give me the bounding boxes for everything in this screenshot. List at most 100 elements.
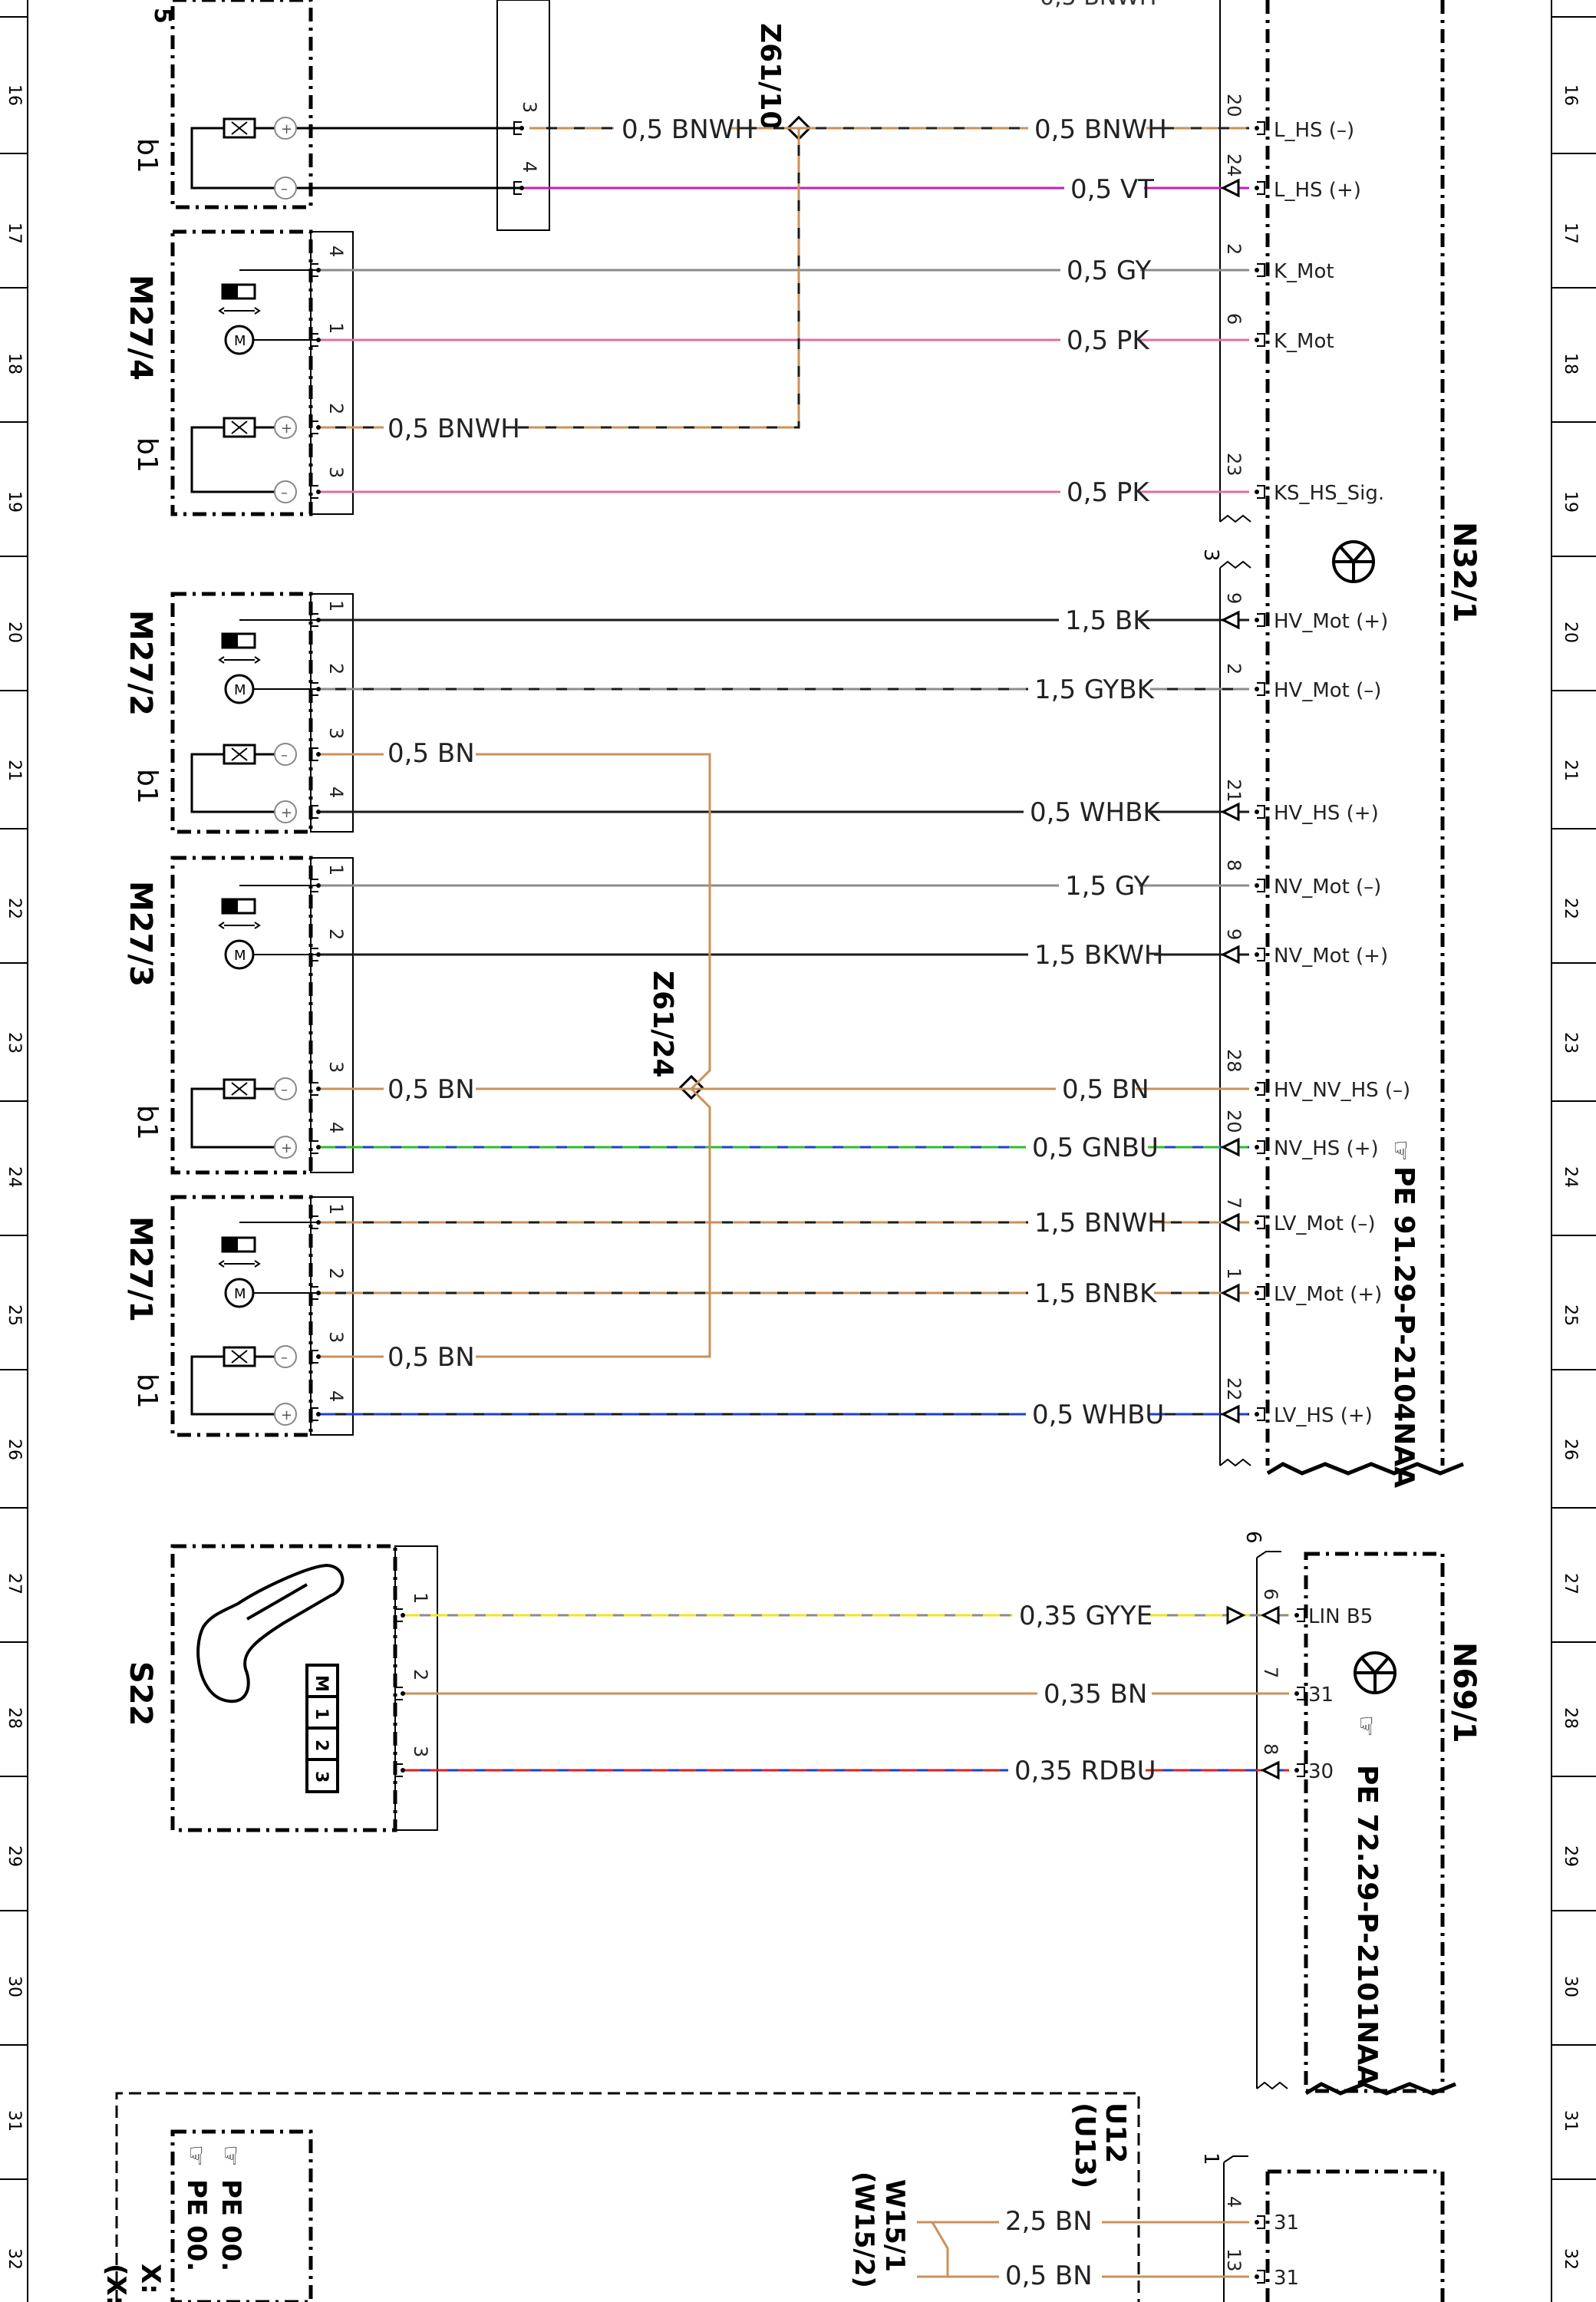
signal-name: LIN B5 [1308, 1605, 1373, 1628]
svg-text:–: – [281, 1350, 288, 1366]
terminal-sign: + [274, 1403, 297, 1426]
connector-pin [310, 1215, 321, 1229]
connector-pin [310, 948, 321, 961]
svg-text:1: 1 [325, 322, 347, 334]
svg-text:4: 4 [325, 787, 347, 798]
signal-name: HV_NV_HS (–) [1274, 1079, 1410, 1102]
b1-label: b1 [131, 437, 163, 473]
terminal-sign: – [274, 1077, 297, 1100]
svg-text:4: 4 [325, 246, 347, 257]
connector-pin [394, 1763, 405, 1777]
connector-pin [1255, 263, 1265, 277]
svg-text:4: 4 [1223, 2196, 1245, 2208]
svg-text:24: 24 [1223, 153, 1245, 177]
direction-arrow [1226, 1605, 1246, 1625]
direction-arrow [1260, 1760, 1280, 1780]
svg-text:3: 3 [519, 101, 540, 113]
direction-arrow [1220, 1212, 1240, 1232]
svg-text:–: – [281, 181, 288, 197]
signal-name: 31 [1308, 1684, 1334, 1707]
sensor-icon [223, 744, 256, 765]
wire-labels: 0,5 BNWH 0,5 VT 0,5 GY 0,5 PK 0,5 PK 1,5… [387, 114, 1167, 2291]
svg-text:–: – [281, 485, 288, 501]
sensor-icon [223, 1346, 256, 1367]
svg-text:1: 1 [325, 1203, 347, 1215]
row-number: 22 [5, 898, 24, 919]
branch-label: 0,5 BNWH [387, 414, 520, 444]
row-number: 20 [1561, 622, 1580, 643]
sensor-icon [223, 1078, 256, 1100]
top-partial: 5 0,5 BNWH [149, 0, 1157, 231]
connector-pin [310, 613, 321, 627]
n69-conn: 6 [1242, 1531, 1265, 1544]
svg-text:M: M [234, 333, 246, 349]
pe-n32-label: PE 91.29-P-2104NAA [1388, 1166, 1420, 1488]
direction-arrow [1220, 610, 1240, 630]
signal-name: 31 [1274, 2211, 1299, 2234]
signal-name: LV_HS (+) [1274, 1404, 1373, 1427]
connector-pin [310, 1082, 321, 1096]
x-partial-alt: (X: [101, 2264, 131, 2302]
row-number: 28 [5, 1707, 24, 1729]
terminal-sign: + [274, 1136, 297, 1159]
row-number: 17 [1561, 223, 1580, 244]
s22-label: S22 [123, 1661, 158, 1726]
svg-text:M: M [234, 948, 246, 964]
module-signal-names: L_HS (–) L_HS (+) K_Mot K_Mot KS_HS_Sig.… [1274, 119, 1410, 2290]
signal-name: HV_Mot (+) [1274, 610, 1388, 633]
connector-pin [1255, 333, 1265, 347]
signal-name: NV_HS (+) [1274, 1137, 1379, 1160]
row-number: 24 [5, 1166, 24, 1188]
m27-2-label: M27/2 [123, 610, 158, 716]
svg-text:1: 1 [410, 1592, 431, 1604]
svg-text:+: + [281, 121, 292, 137]
svg-text:2: 2 [325, 403, 347, 414]
direction-arrow [1220, 178, 1240, 198]
component-pin-numbers: 4 1 2 3 1 2 3 4 1 2 3 4 1 2 3 4 1 2 3 3 … [325, 101, 540, 1757]
wire-label: 0,35 RDBU [1014, 1756, 1156, 1786]
signal-name: LV_Mot (+) [1274, 1283, 1382, 1306]
wire-label: 0,35 GYYE [1019, 1601, 1152, 1631]
row-number: 32 [1561, 2248, 1580, 2270]
b1-label: b1 [131, 138, 163, 173]
svg-text:7: 7 [1260, 1667, 1281, 1678]
signal-name: NV_Mot (+) [1274, 945, 1388, 968]
motor-icon: M [218, 898, 261, 970]
m27-1-label: M27/1 [123, 1216, 158, 1322]
svg-text:2: 2 [1223, 663, 1245, 674]
u12-box: U12 (U13) PE 00. PE 00. ☞ ☞ X: (X: W15/1… [101, 2092, 1140, 2302]
lower-conn: 1 [1199, 2152, 1222, 2165]
connector-pin [310, 805, 321, 819]
z61-10-label: Z61/10 [754, 23, 786, 130]
svg-text:8: 8 [1223, 859, 1245, 871]
wire-label: 1,5 GYBK [1034, 674, 1156, 705]
branch-label: 0,5 BN [387, 738, 475, 769]
row-number: 30 [1561, 1976, 1580, 1997]
z61-24-label: Z61/24 [647, 971, 678, 1077]
x-partial: X: [135, 2264, 166, 2294]
connector-pin [1255, 1286, 1265, 1300]
branch-label: 0,5 BN [387, 1074, 475, 1105]
connector-pin [310, 1140, 321, 1154]
signal-name: 31 [1274, 2267, 1299, 2290]
direction-arrow [1220, 802, 1240, 822]
connector-pin [1255, 682, 1265, 696]
svg-text:4: 4 [519, 161, 540, 173]
motor-icon: M [218, 283, 261, 355]
svg-text:13: 13 [1223, 2248, 1245, 2272]
switch-pos: 2 [312, 1740, 331, 1751]
b1-label: b1 [131, 1374, 163, 1409]
connector-pin [1255, 485, 1265, 499]
connector-pin [1255, 1082, 1265, 1096]
wire-label: 1,5 BNBK [1034, 1278, 1158, 1309]
pe-n69-hand-icon: ☞ [1352, 1715, 1381, 1737]
direction-arrow [1220, 1404, 1240, 1424]
row-number: 21 [1561, 760, 1580, 781]
svg-text:3: 3 [325, 1331, 347, 1343]
module-n69-1: N69/1 6 PE 72.29-P-2101NAA ☞ [1242, 1531, 1482, 2096]
branch-wire [510, 128, 800, 429]
sensor-icon [223, 417, 256, 438]
row-number: 16 [1561, 84, 1580, 106]
svg-text:+: + [281, 1140, 292, 1156]
